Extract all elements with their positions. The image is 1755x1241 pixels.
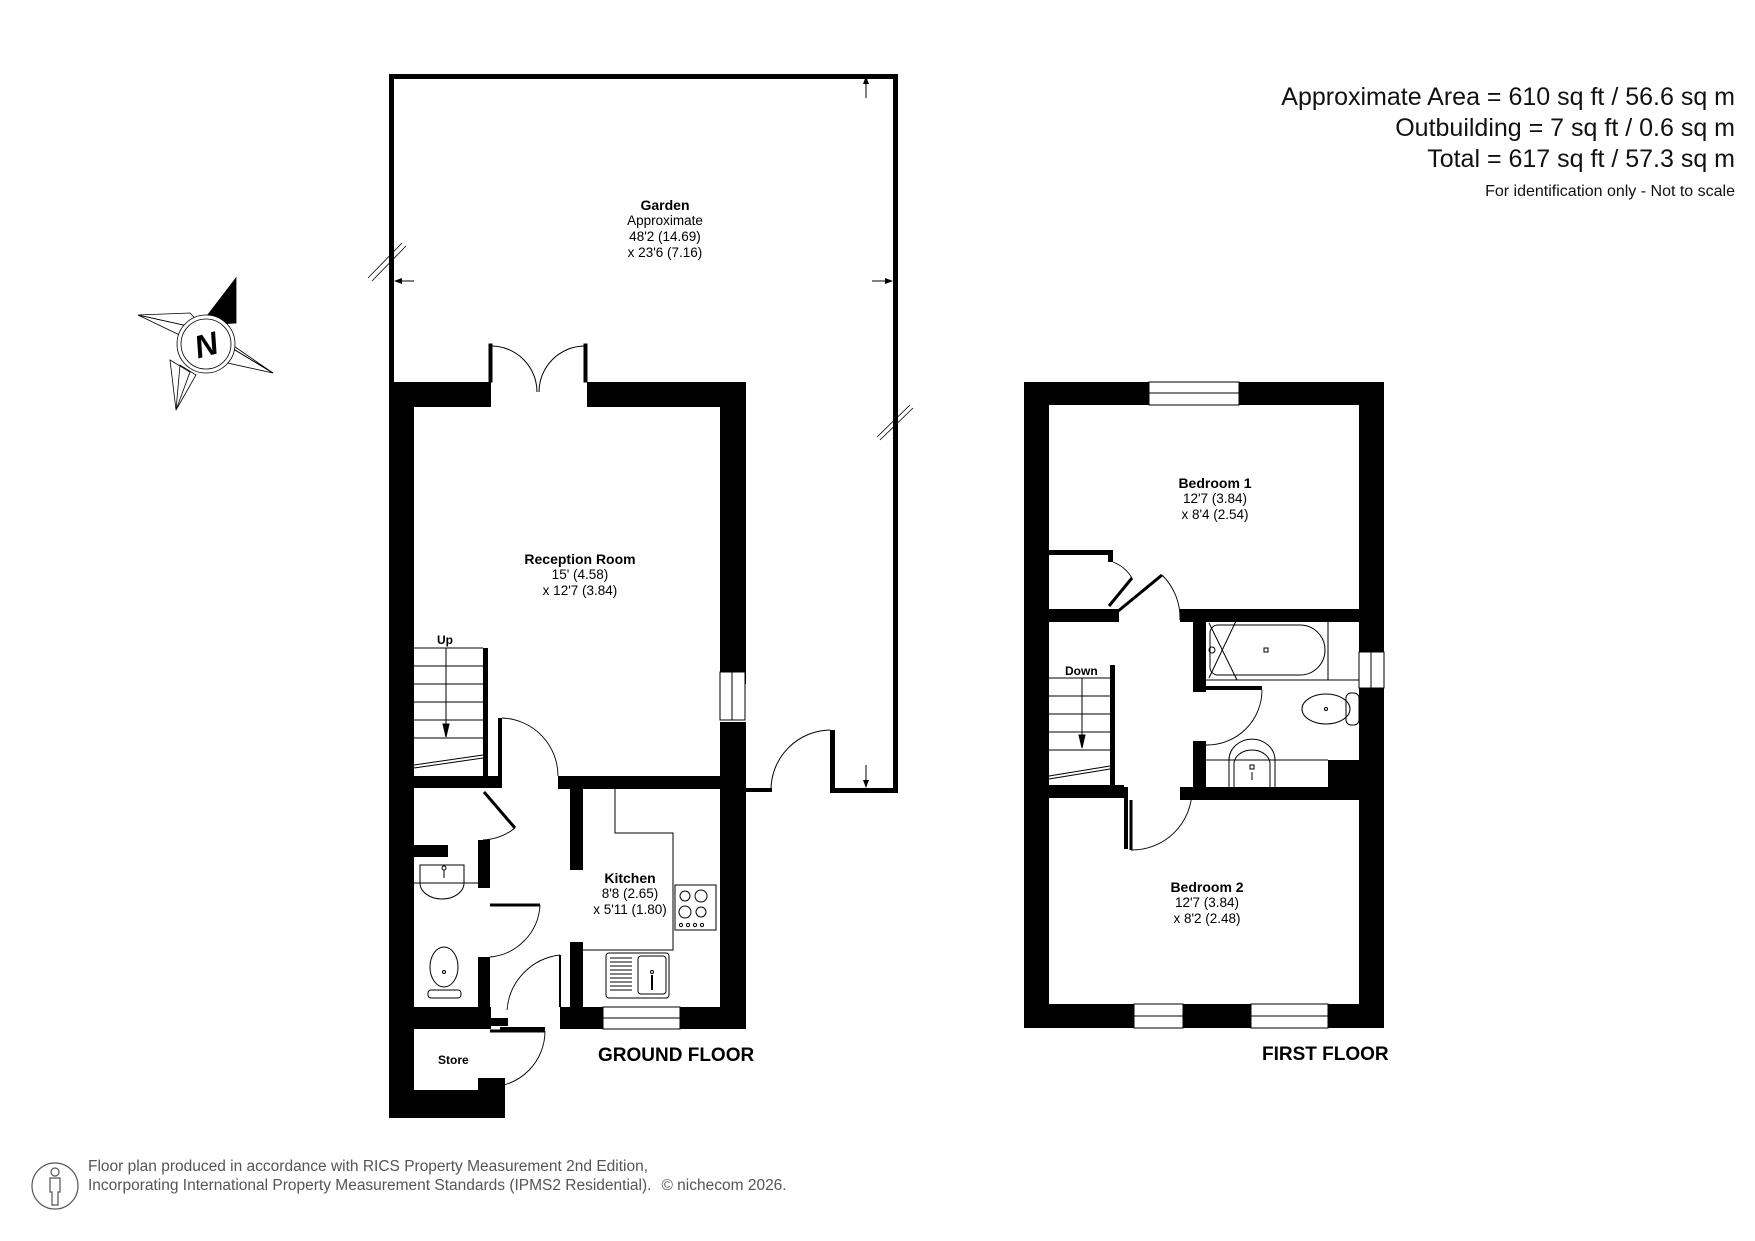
copyright: © nichecom 2026. [661,1177,787,1194]
stairs-down-label: Down [1065,664,1098,678]
first-floor-walls [1024,382,1384,1028]
door-arcs [482,717,561,1088]
room-label-store: Store [438,1053,469,1067]
person-icon [31,1162,79,1210]
room-label-bedroom-1: Bedroom 1 12'7 (3.84) x 8'4 (2.54) [1178,475,1252,522]
stairs-up-label: Up [437,633,453,647]
area-summary: Approximate Area = 610 sq ft / 56.6 sq m… [1281,82,1735,201]
bath-icon [1206,620,1359,681]
ground-floor-walls [389,382,746,1118]
ground-floor-title: GROUND FLOOR [598,1045,755,1066]
window [602,1006,681,1030]
window [1133,1003,1184,1029]
approximate-area: Approximate Area = 610 sq ft / 56.6 sq m [1281,83,1735,111]
french-doors [488,343,588,393]
room-label-garden: Garden Approximate 48'2 (14.69) x 23'6 (… [627,197,703,260]
sink-icon [605,952,670,999]
window [1358,651,1385,689]
scale-note: For identification only - Not to scale [1485,183,1735,200]
footer-text: Floor plan produced in accordance with R… [88,1158,787,1194]
room-label-bedroom-2: Bedroom 2 12'7 (3.84) x 8'2 (2.48) [1170,879,1244,926]
total-area: Total = 617 sq ft / 57.3 sq m [1427,145,1735,173]
wash-basin-icon [1206,738,1328,787]
toilet-icon [1301,692,1360,726]
stairs-down [1048,677,1111,780]
window [1250,1003,1329,1029]
garden-boundary [367,74,914,793]
kitchen-worktop [583,788,674,951]
window [1148,381,1240,406]
window [719,671,746,721]
stairs-up [413,647,484,769]
first-floor-title: FIRST FLOOR [1262,1044,1389,1065]
hob-icon [674,884,717,931]
wc-basin-icon [414,864,478,900]
room-label-reception-room: Reception Room 15' (4.58) x 12'7 (3.84) [524,551,636,598]
toilet-icon [427,946,462,999]
north-arrow-icon: N [137,276,274,411]
room-label-kitchen: Kitchen 8'8 (2.65) x 5'11 (1.80) [593,870,667,917]
door-arcs [1107,561,1263,851]
outbuilding-area: Outbuilding = 7 sq ft / 0.6 sq m [1395,114,1735,142]
